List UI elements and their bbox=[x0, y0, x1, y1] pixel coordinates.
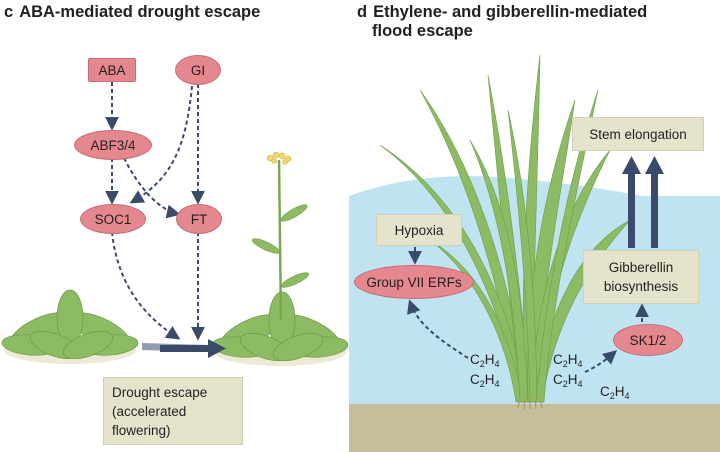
c: C bbox=[470, 352, 480, 367]
arrow-ethylene-to-erfs bbox=[407, 299, 469, 359]
sub: 2 bbox=[609, 391, 615, 401]
panel-d-title-line1: Ethylene- and gibberellin-mediated bbox=[373, 3, 648, 21]
stem-elongation-arrows bbox=[622, 156, 664, 248]
arrow-abf-to-ft bbox=[123, 157, 181, 219]
h: H bbox=[567, 352, 578, 367]
node-abf3-4: ABF3/4 bbox=[74, 130, 152, 160]
node-gi: GI bbox=[175, 55, 221, 85]
node-soc1: SOC1 bbox=[80, 204, 146, 234]
sub: 4 bbox=[494, 379, 500, 389]
node-sk1-2: SK1/2 bbox=[613, 324, 683, 356]
h: H bbox=[614, 384, 625, 399]
outcome-line2: (accelerated bbox=[112, 403, 187, 419]
node-ft: FT bbox=[176, 204, 222, 234]
box-stem-elongation: Stem elongation bbox=[572, 117, 704, 151]
sub: 2 bbox=[479, 379, 485, 389]
outcome-drought-escape: Drought escape (accelerated flowering) bbox=[103, 377, 243, 445]
sub: 4 bbox=[577, 359, 583, 369]
sub: 2 bbox=[479, 359, 485, 369]
gibberellin-line1: Gibberellin bbox=[608, 260, 674, 275]
ethylene-label-5: C2H4 bbox=[600, 384, 630, 401]
panel-d-title: d Ethylene- and gibberellin-mediated floo… bbox=[357, 3, 717, 41]
arrow-soc1-to-outcome bbox=[111, 231, 181, 340]
sub: 4 bbox=[494, 359, 500, 369]
arrow-gi-to-soc1 bbox=[129, 85, 193, 204]
panel-c-title: c ABA-mediated drought escape bbox=[4, 3, 260, 22]
c: C bbox=[553, 352, 563, 367]
c: C bbox=[553, 372, 563, 387]
flowering-plant-right bbox=[211, 151, 349, 366]
outcome-line1: Drought escape bbox=[112, 384, 208, 400]
panel-c-title-text: ABA-mediated drought escape bbox=[19, 3, 261, 21]
c: C bbox=[600, 384, 610, 399]
sub: 2 bbox=[562, 359, 568, 369]
sub: 2 bbox=[562, 379, 568, 389]
panel-d-title-line2: flood escape bbox=[372, 22, 473, 40]
ethylene-label-2: C2H4 bbox=[470, 372, 500, 389]
node-group-vii-erfs: Group VII ERFs bbox=[354, 265, 474, 299]
h: H bbox=[484, 352, 495, 367]
soil-area bbox=[349, 404, 720, 452]
outcome-line3: flowering) bbox=[112, 422, 171, 438]
transition-arrow bbox=[142, 339, 226, 358]
arrow-ethylene-to-sk bbox=[584, 350, 618, 373]
h: H bbox=[484, 372, 495, 387]
node-aba: ABA bbox=[88, 58, 136, 82]
rosette-plant-left bbox=[1, 289, 139, 364]
box-gibberellin-biosynthesis: Gibberellin biosynthesis bbox=[583, 250, 699, 304]
ethylene-label-3: C2H4 bbox=[553, 352, 583, 369]
panel-c-letter: c bbox=[4, 3, 14, 21]
sub: 4 bbox=[577, 379, 583, 389]
ethylene-label-4: C2H4 bbox=[553, 372, 583, 389]
h: H bbox=[567, 372, 578, 387]
gibberellin-line2: biosynthesis bbox=[603, 279, 679, 294]
ethylene-label-1: C2H4 bbox=[470, 352, 500, 369]
panel-d-letter: d bbox=[357, 3, 368, 21]
rice-roots bbox=[517, 397, 543, 410]
box-hypoxia: Hypoxia bbox=[376, 214, 462, 246]
rice-plant-illustration bbox=[379, 54, 631, 403]
sub: 4 bbox=[624, 391, 630, 401]
c: C bbox=[470, 372, 480, 387]
